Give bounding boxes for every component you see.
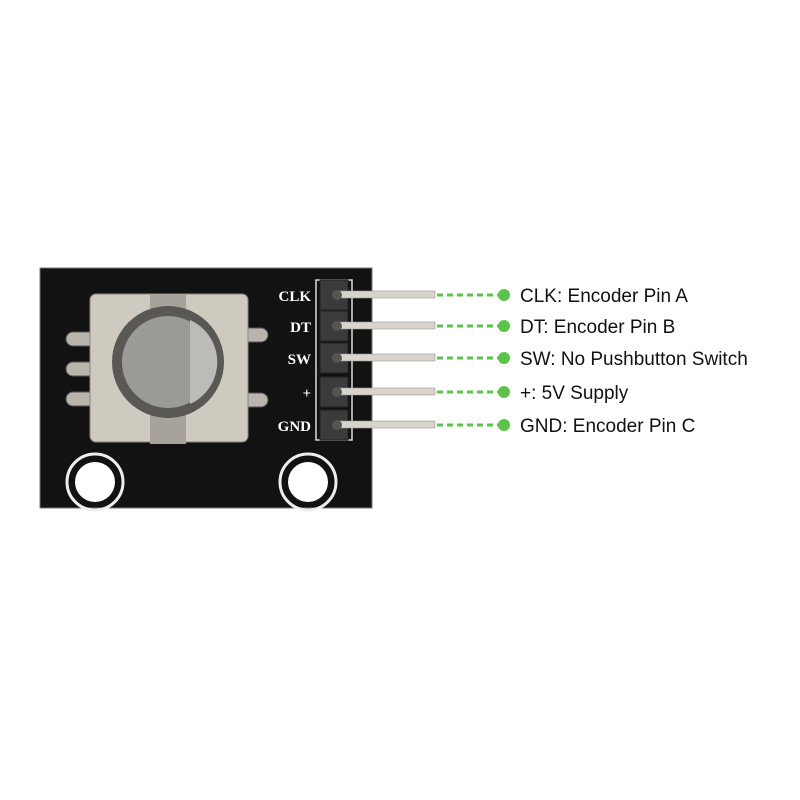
pin-1 [334, 321, 436, 330]
pin-3 [334, 387, 436, 396]
pin-base [332, 387, 342, 397]
callout-dot [498, 320, 510, 332]
board-label: DT [290, 320, 311, 336]
pin-description: GND: Encoder Pin C [520, 416, 695, 437]
mounting-hole-right [278, 452, 338, 512]
mounting-hole-left [65, 452, 125, 512]
pin-base [332, 290, 342, 300]
callout-dot [498, 289, 510, 301]
pin-0 [334, 290, 436, 299]
pin-2 [334, 353, 436, 362]
callout-dot [498, 352, 510, 364]
pin-description: +: 5V Supply [520, 383, 629, 404]
pin-4 [334, 420, 436, 429]
pin-description: DT: Encoder Pin B [520, 317, 675, 338]
shaft-flat [190, 320, 218, 404]
pin-description: SW: No Pushbutton Switch [520, 349, 748, 370]
board-label: GND [278, 419, 312, 435]
pin-description: CLK: Encoder Pin A [520, 286, 688, 307]
board-label: + [302, 386, 311, 402]
pin-base [332, 321, 342, 331]
callout-dot [498, 419, 510, 431]
board-label: CLK [278, 289, 311, 305]
pin-base [332, 353, 342, 363]
pin-base [332, 420, 342, 430]
callout-dot [498, 386, 510, 398]
board-label: SW [288, 352, 311, 368]
